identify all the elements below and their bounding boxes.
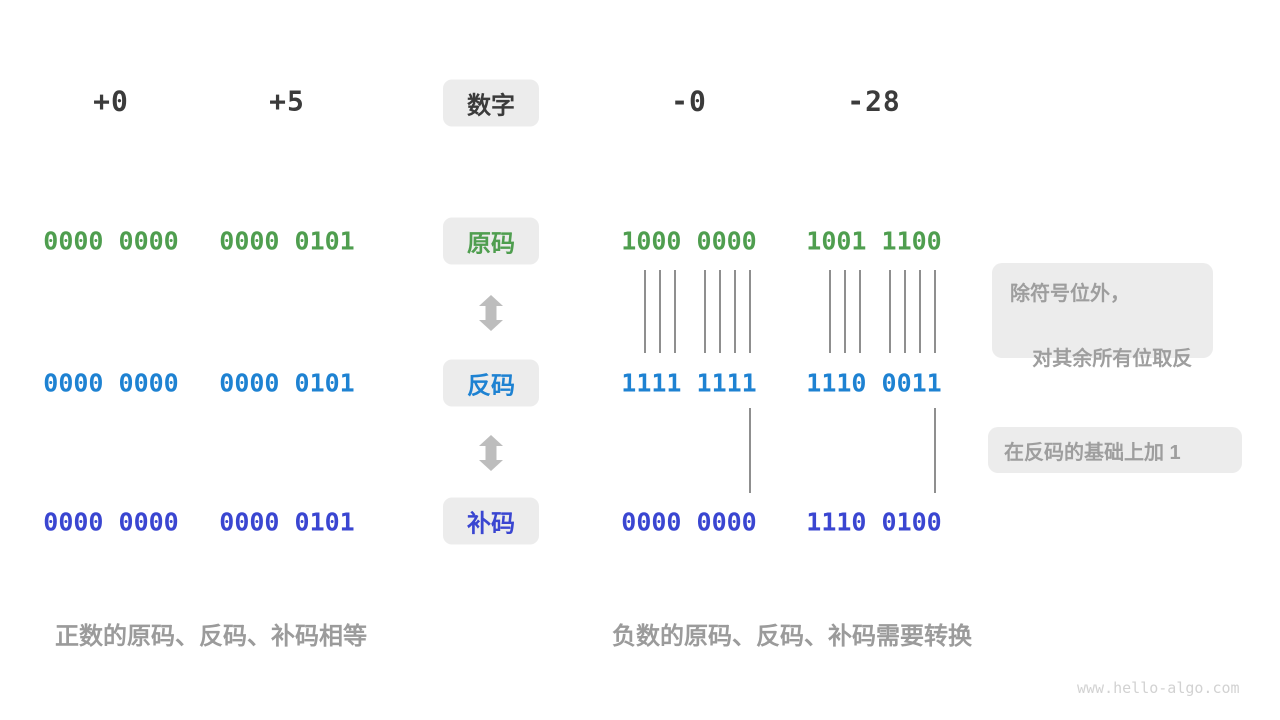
binary-twos-complement-minus28: 1110 0100 [806, 507, 942, 537]
row-label-sign-magnitude: 原码 [467, 230, 515, 258]
watermark: www.hello-algo.com [1077, 679, 1240, 697]
number-label-box: 数字 [443, 79, 539, 127]
carry-line [934, 408, 936, 493]
tick-line [889, 270, 891, 353]
binary-ones-complement-minus0: 1111 1111 [621, 368, 757, 398]
tick-line [934, 270, 936, 353]
tick-line [919, 270, 921, 353]
header-number-plus-0: +0 [93, 84, 129, 118]
binary-sign-magnitude-minus28: 1001 1100 [806, 226, 942, 256]
tick-line [659, 270, 661, 353]
updown-arrow-icon [479, 295, 503, 331]
tick-line [704, 270, 706, 353]
tick-line [749, 270, 751, 353]
row-label-box-twos-complement: 补码 [443, 497, 539, 545]
tick-line [644, 270, 646, 353]
updown-arrow-icon [479, 435, 503, 471]
tick-line [719, 270, 721, 353]
binary-twos-complement-minus0: 0000 0000 [621, 507, 757, 537]
binary-sign-magnitude-minus0: 1000 0000 [621, 226, 757, 256]
tick-line [829, 270, 831, 353]
tick-line [734, 270, 736, 353]
row-label-ones-complement: 反码 [467, 372, 515, 400]
binary-ones-complement-minus28: 1110 0011 [806, 368, 942, 398]
add-one-note: 在反码的基础上加 1 [988, 427, 1242, 473]
header-number-plus-5: +5 [269, 84, 305, 118]
header-number-minus-0: -0 [671, 84, 707, 118]
binary-ones-complement-plus5: 0000 0101 [219, 368, 355, 398]
row-label-box-ones-complement: 反码 [443, 359, 539, 407]
invert-note-line1: 除符号位外， [1010, 283, 1130, 305]
invert-note-line2: 对其余所有位取反 [1032, 347, 1193, 370]
header-number-minus-28: -28 [847, 84, 901, 118]
carry-line [749, 408, 751, 493]
row-label-twos-complement: 补码 [467, 510, 515, 538]
caption-positive: 正数的原码、反码、补码相等 [55, 623, 367, 650]
binary-twos-complement-plus0: 0000 0000 [43, 507, 179, 537]
number-label: 数字 [467, 92, 515, 120]
binary-sign-magnitude-plus5: 0000 0101 [219, 226, 355, 256]
tick-line [904, 270, 906, 353]
tick-line [844, 270, 846, 353]
tick-line [859, 270, 861, 353]
invert-note: 除符号位外， 对其余所有位取反 [992, 263, 1213, 370]
tick-line [674, 270, 676, 353]
row-label-box-sign-magnitude: 原码 [443, 217, 539, 265]
binary-ones-complement-plus0: 0000 0000 [43, 368, 179, 398]
binary-twos-complement-plus5: 0000 0101 [219, 507, 355, 537]
caption-negative: 负数的原码、反码、补码需要转换 [612, 623, 972, 650]
binary-sign-magnitude-plus0: 0000 0000 [43, 226, 179, 256]
